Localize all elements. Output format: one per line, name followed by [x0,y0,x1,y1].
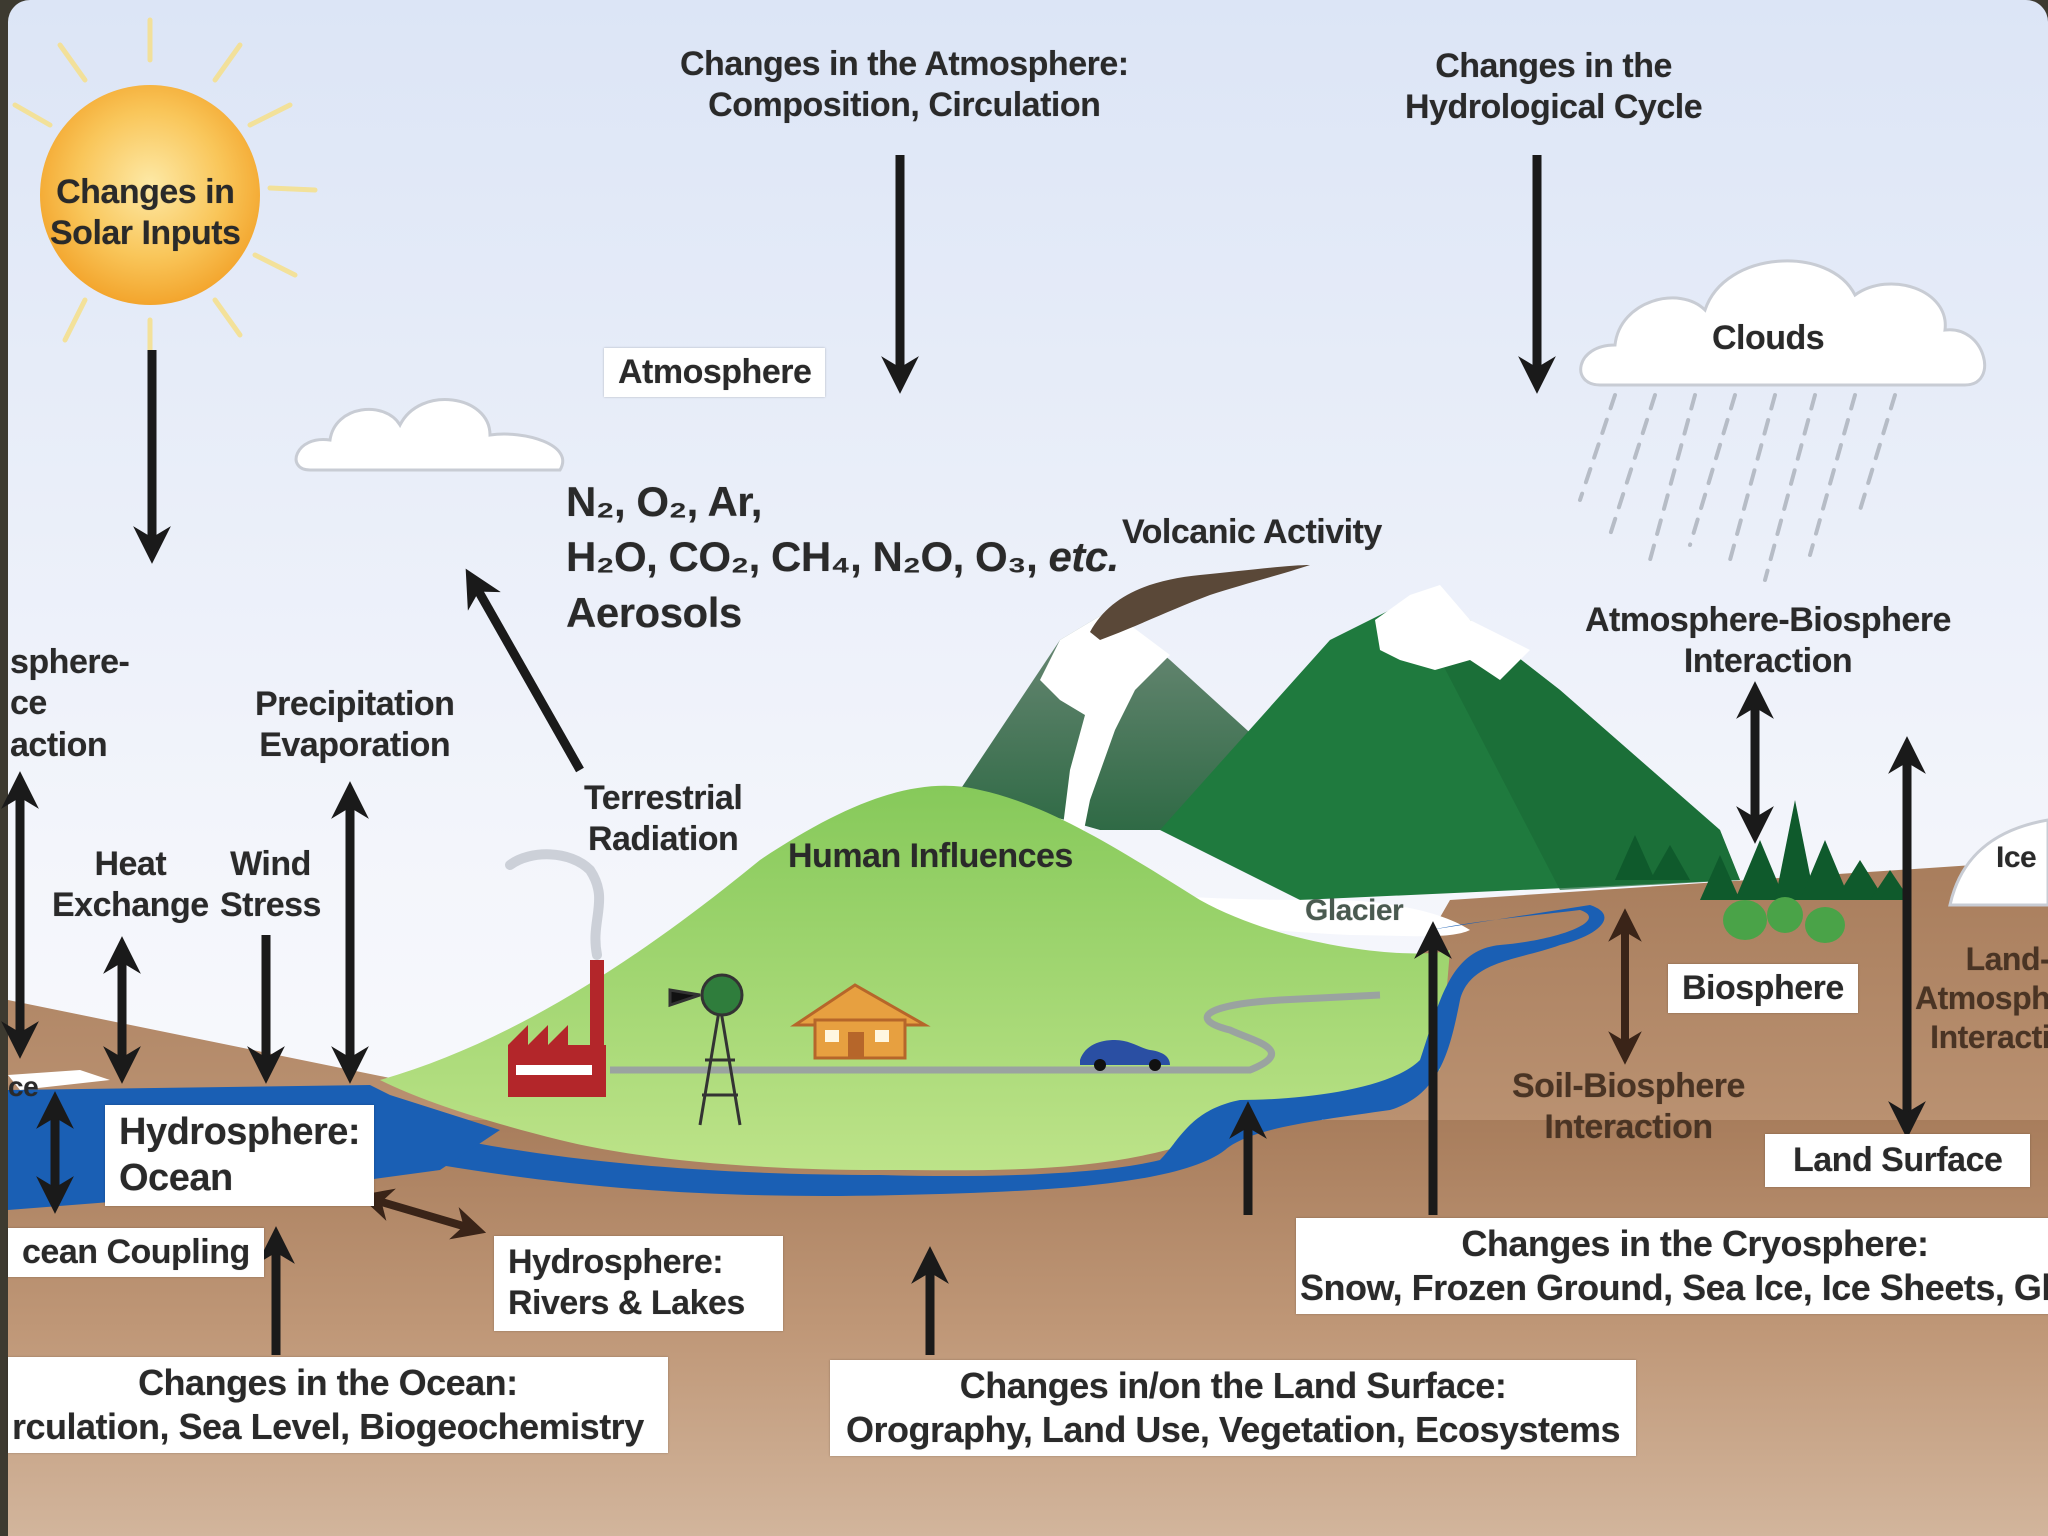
sea-ice [8,1070,110,1090]
soil-biosphere-label: Soil-Biosphere Interaction [1512,1067,1745,1147]
precipitation-evaporation-label: Precipitation Evaporation [255,685,455,765]
human-influences-label: Human Influences [788,837,1073,875]
land-surface-label: Land Surface [1765,1134,2031,1188]
rain-cloud-icon [1579,259,1987,387]
heat-exchange-label: Heat Exchange [52,845,209,925]
hydrosphere-ocean-label: Hydrosphere: Ocean [105,1105,375,1206]
volcanic-activity-label: Volcanic Activity [1122,513,1382,551]
rain-streaks [1578,393,1897,582]
land-surface-changes-label: Changes in/on the Land Surface: Orograph… [830,1360,1637,1456]
glacier-label: Glacier [1305,894,1404,927]
cryosphere-changes-label: Changes in the Cryosphere: Snow, Frozen … [1296,1218,2048,1314]
factory-icon [505,849,606,1097]
light-trees-icon [1723,897,1845,943]
hydrosphere-rivers-label: Hydrosphere: Rivers & Lakes [494,1236,783,1331]
atmospheric-gases-label: N₂, O₂, Ar, H₂O, CO₂, CH₄, N₂O, O₃, etc.… [566,474,1119,640]
atmosphere-changes-label: Changes in the Atmosphere: Composition, … [680,45,1129,125]
snow-cap-right [1375,585,1530,680]
snow-cap-left [1040,610,1170,850]
clouds-label: Clouds [1712,319,1825,357]
gases-line-3: Aerosols [566,588,742,636]
small-cloud-icon [294,398,565,472]
river [440,905,1605,1196]
sun-icon [12,17,318,353]
glacier-shape [1050,880,1470,937]
wind-stress-label: Wind Stress [220,845,321,925]
gases-line-1: N₂, O₂, Ar, [566,478,762,525]
land-atmosphere-partial-label: Land- Atmosph Interacti [1915,941,2048,1056]
ice-partial-label: Ice [1996,841,2037,874]
road [610,991,1381,1074]
gases-line-2: H₂O, CO₂, CH₄, N₂O, O₃, etc. [566,533,1119,581]
solar-inputs-label: Changes in Solar Inputs [50,173,241,253]
atmosphere-ice-partial-label: sphere- ce action [10,643,130,764]
terrestrial-radiation-label: Terrestrial Radiation [584,779,743,859]
atmosphere-biosphere-label: Atmosphere-Biosphere Interaction [1585,601,1951,681]
hydrological-changes-label: Changes in the Hydrological Cycle [1405,47,1703,127]
green-mountain-shade [1430,620,1740,890]
green-hill [380,785,1450,1171]
ice-ocean-partial-label: ce [8,1071,39,1102]
biosphere-label: Biosphere [1668,964,1858,1014]
ocean-changes-label: Changes in the Ocean: rculation, Sea Lev… [8,1357,668,1453]
atmosphere-label: Atmosphere [604,348,826,398]
volcanic-smoke [1090,565,1310,640]
rivers-ocean-arrow [358,1188,487,1240]
windmill-icon [668,973,744,1126]
house-icon [790,983,931,1060]
car-icon [1080,1040,1170,1071]
forest-icon [1615,800,1910,900]
ocean-coupling-label: cean Coupling [8,1228,264,1278]
terrestrial-radiation-arrow [465,568,584,773]
arrows [1,155,1926,1355]
